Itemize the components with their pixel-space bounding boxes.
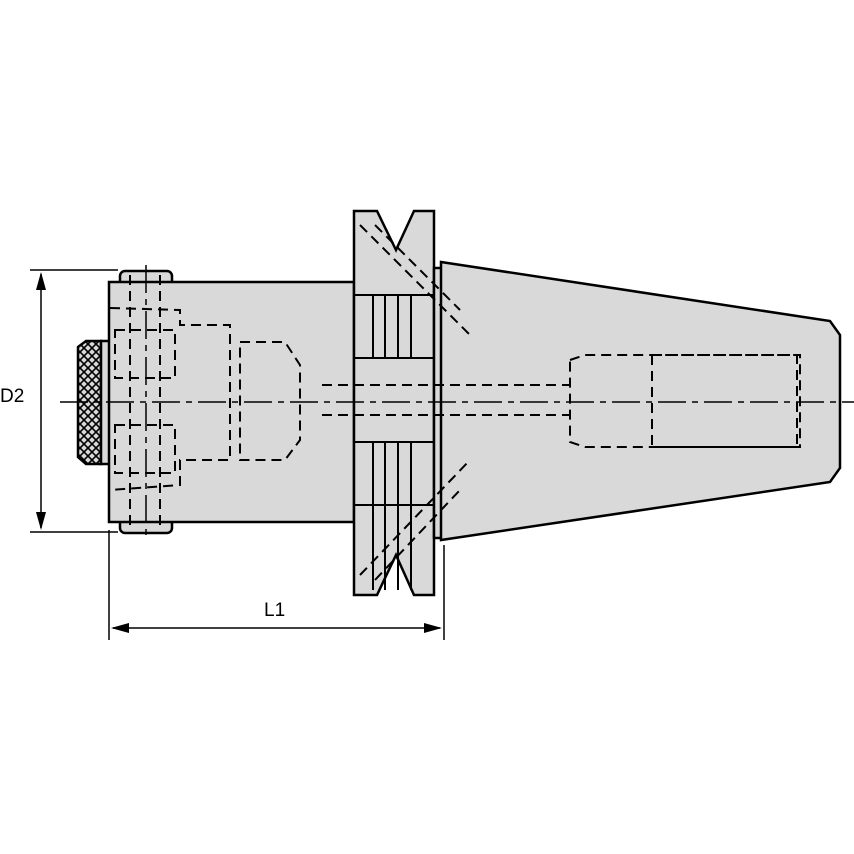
dimension-label-l1: L1 xyxy=(264,600,286,621)
taper-shank xyxy=(439,260,842,542)
dimension-label-d2: D2 xyxy=(0,386,25,408)
flange xyxy=(352,209,436,597)
